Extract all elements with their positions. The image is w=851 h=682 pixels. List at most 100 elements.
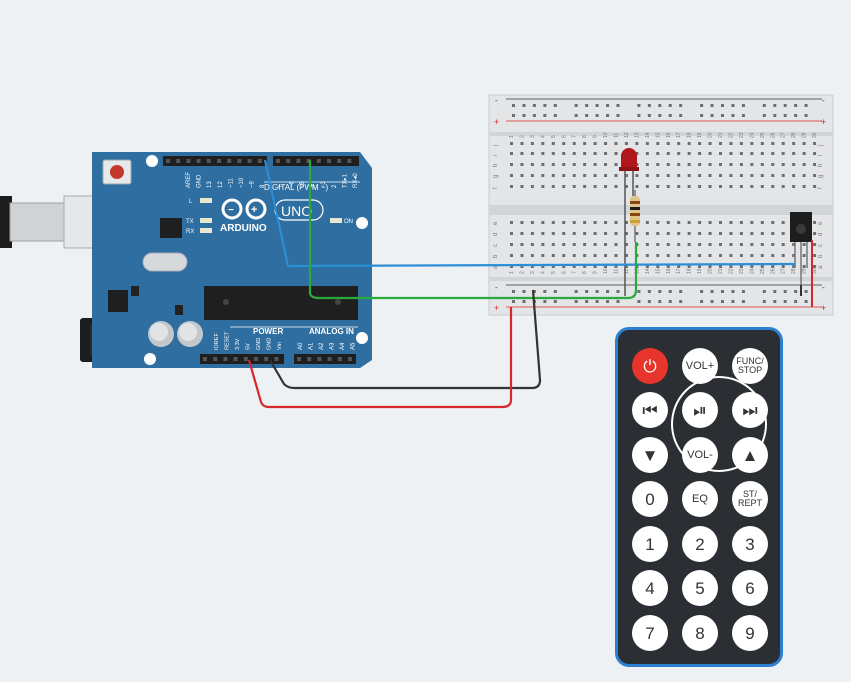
rail-hole[interactable] xyxy=(773,300,777,303)
terminal-hole[interactable] xyxy=(719,152,722,155)
terminal-hole[interactable] xyxy=(624,142,628,145)
terminal-hole[interactable] xyxy=(530,142,534,145)
rail-hole[interactable] xyxy=(679,300,683,303)
terminal-hole[interactable] xyxy=(719,254,722,257)
rail-hole[interactable] xyxy=(512,290,515,293)
terminal-hole[interactable] xyxy=(698,254,702,257)
terminal-hole[interactable] xyxy=(708,254,712,257)
terminal-hole[interactable] xyxy=(635,232,639,235)
terminal-hole[interactable] xyxy=(739,142,743,145)
rail-hole[interactable] xyxy=(773,290,777,293)
rail-hole[interactable] xyxy=(783,300,787,303)
terminal-hole[interactable] xyxy=(604,221,608,224)
terminal-hole[interactable] xyxy=(729,185,733,188)
terminal-hole[interactable] xyxy=(771,221,775,224)
terminal-hole[interactable] xyxy=(687,221,691,224)
terminal-hole[interactable] xyxy=(604,265,608,268)
play-pause-button[interactable]: ⏯ xyxy=(682,392,718,428)
terminal-hole[interactable] xyxy=(666,221,670,224)
terminal-hole[interactable] xyxy=(677,185,681,188)
rail-hole[interactable] xyxy=(700,290,704,293)
rail-hole[interactable] xyxy=(595,104,599,107)
rail-hole[interactable] xyxy=(595,300,599,303)
rail-hole[interactable] xyxy=(783,290,787,293)
rail-hole[interactable] xyxy=(553,300,557,303)
terminal-hole[interactable] xyxy=(510,243,513,246)
terminal-hole[interactable] xyxy=(530,221,534,224)
rail-hole[interactable] xyxy=(741,114,745,117)
rail-hole[interactable] xyxy=(585,104,589,107)
terminal-hole[interactable] xyxy=(708,265,712,268)
terminal-hole[interactable] xyxy=(593,243,597,246)
terminal-hole[interactable] xyxy=(583,265,587,268)
terminal-hole[interactable] xyxy=(614,142,618,145)
rail-hole[interactable] xyxy=(647,114,651,117)
terminal-hole[interactable] xyxy=(719,221,722,224)
terminal-hole[interactable] xyxy=(614,163,618,166)
terminal-hole[interactable] xyxy=(677,232,681,235)
terminal-hole[interactable] xyxy=(802,142,806,145)
terminal-hole[interactable] xyxy=(813,174,817,177)
terminal-hole[interactable] xyxy=(645,152,649,155)
terminal-hole[interactable] xyxy=(739,163,743,166)
terminal-hole[interactable] xyxy=(520,232,524,235)
terminal-hole[interactable] xyxy=(666,254,670,257)
rail-hole[interactable] xyxy=(804,114,808,117)
header-pin[interactable] xyxy=(233,357,238,361)
terminal-hole[interactable] xyxy=(510,185,513,188)
terminal-hole[interactable] xyxy=(760,174,764,177)
terminal-hole[interactable] xyxy=(551,221,555,224)
down-button[interactable]: ▼ xyxy=(632,437,668,473)
terminal-hole[interactable] xyxy=(729,232,733,235)
rail-hole[interactable] xyxy=(721,300,724,303)
terminal-hole[interactable] xyxy=(687,174,691,177)
terminal-hole[interactable] xyxy=(792,163,796,166)
rail-hole[interactable] xyxy=(616,300,620,303)
terminal-hole[interactable] xyxy=(530,152,534,155)
terminal-hole[interactable] xyxy=(802,243,806,246)
rail-hole[interactable] xyxy=(658,290,662,293)
terminal-hole[interactable] xyxy=(551,243,555,246)
terminal-hole[interactable] xyxy=(750,221,754,224)
terminal-hole[interactable] xyxy=(572,232,576,235)
rail-hole[interactable] xyxy=(616,290,620,293)
terminal-hole[interactable] xyxy=(781,221,785,224)
five-button[interactable]: 5 xyxy=(682,570,718,606)
rail-hole[interactable] xyxy=(616,104,620,107)
rail-hole[interactable] xyxy=(731,300,735,303)
header-pin[interactable] xyxy=(307,357,312,361)
rail-hole[interactable] xyxy=(595,290,599,293)
st-rept-button[interactable]: ST/ REPT xyxy=(732,481,768,517)
terminal-hole[interactable] xyxy=(687,185,691,188)
rail-hole[interactable] xyxy=(700,300,704,303)
terminal-hole[interactable] xyxy=(750,142,754,145)
terminal-hole[interactable] xyxy=(656,221,660,224)
terminal-hole[interactable] xyxy=(739,221,743,224)
terminal-hole[interactable] xyxy=(698,243,702,246)
rail-hole[interactable] xyxy=(532,104,536,107)
terminal-hole[interactable] xyxy=(729,243,733,246)
rail-hole[interactable] xyxy=(794,104,798,107)
terminal-hole[interactable] xyxy=(645,243,649,246)
terminal-hole[interactable] xyxy=(562,185,566,188)
rail-hole[interactable] xyxy=(668,114,672,117)
rail-hole[interactable] xyxy=(553,290,557,293)
header-pin[interactable] xyxy=(254,357,258,361)
rail-hole[interactable] xyxy=(637,300,641,303)
rail-hole[interactable] xyxy=(721,114,724,117)
terminal-hole[interactable] xyxy=(541,142,545,145)
up-button[interactable]: ▲ xyxy=(732,437,768,473)
header-pin[interactable] xyxy=(306,159,311,163)
three-button[interactable]: 3 xyxy=(732,526,768,562)
terminal-hole[interactable] xyxy=(739,232,743,235)
rail-hole[interactable] xyxy=(762,290,766,293)
terminal-hole[interactable] xyxy=(520,254,524,257)
header-pin[interactable] xyxy=(203,357,207,361)
terminal-hole[interactable] xyxy=(635,142,639,145)
terminal-hole[interactable] xyxy=(719,232,722,235)
header-pin[interactable] xyxy=(247,159,252,163)
terminal-hole[interactable] xyxy=(781,152,785,155)
terminal-hole[interactable] xyxy=(614,152,618,155)
rail-hole[interactable] xyxy=(543,300,547,303)
terminal-hole[interactable] xyxy=(541,152,545,155)
